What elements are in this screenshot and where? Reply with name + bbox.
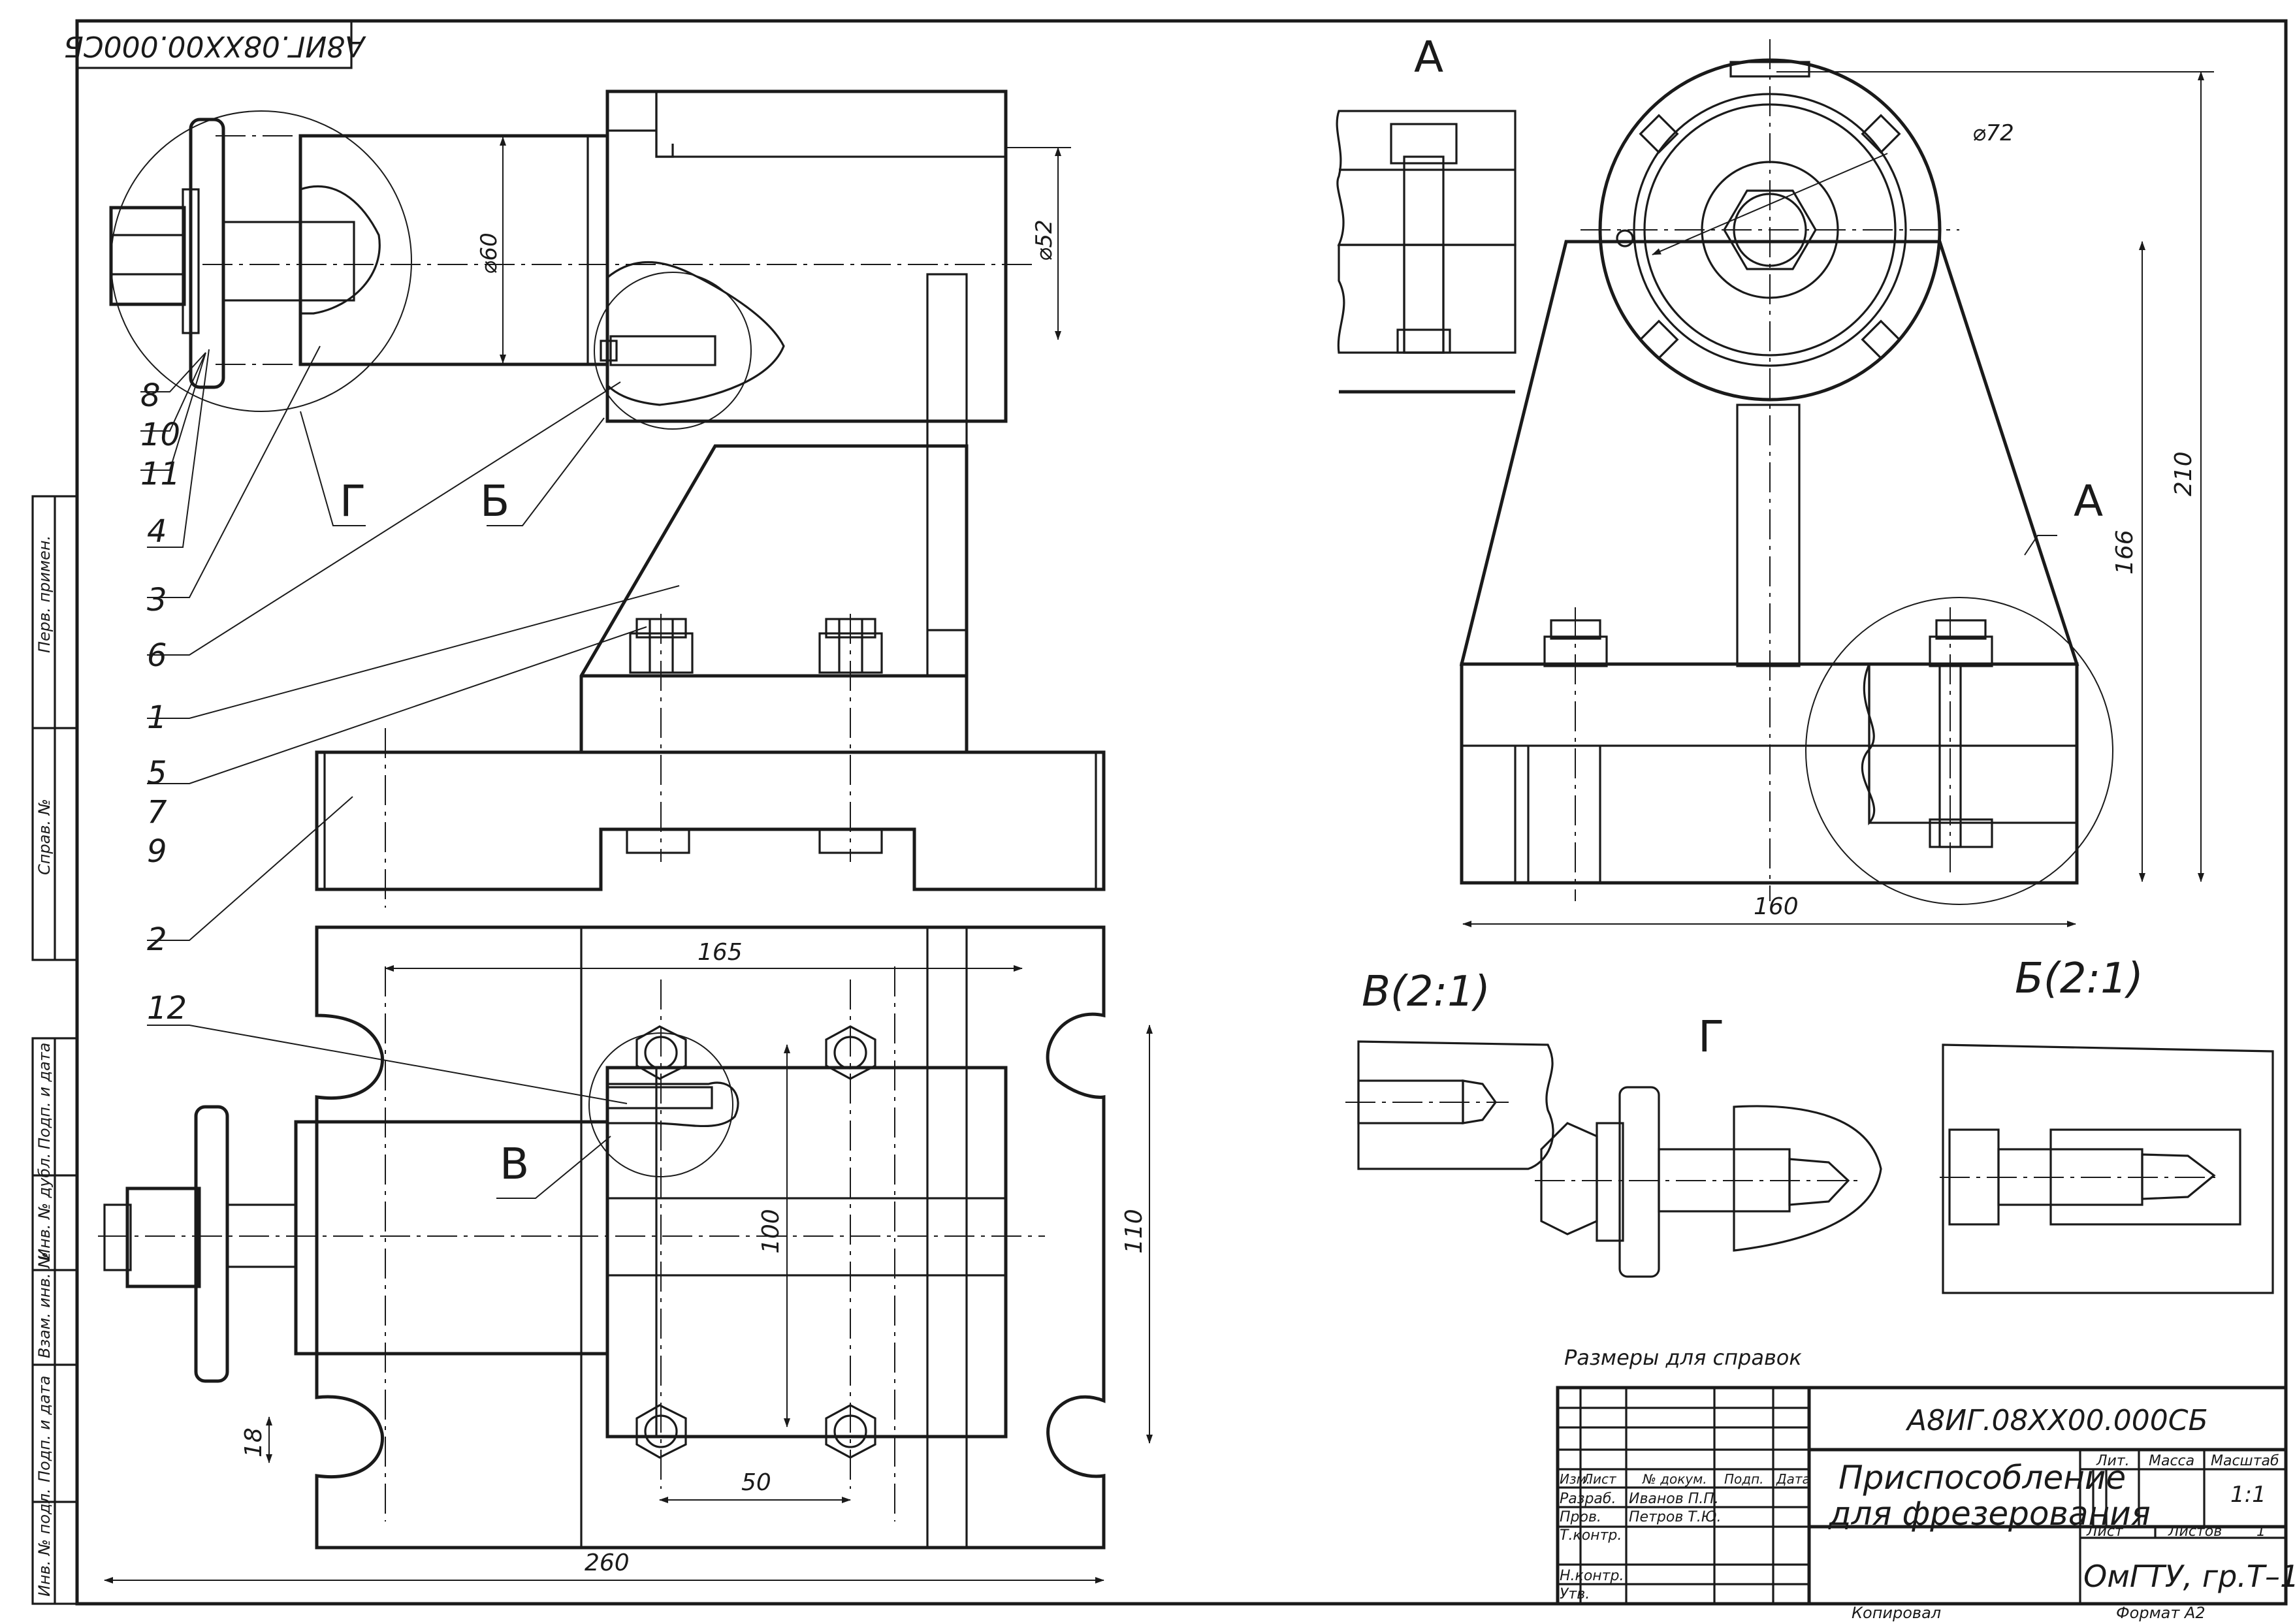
mark-b: Б: [480, 476, 509, 526]
dim-50: 50: [741, 1469, 771, 1496]
dim-110: 110: [1121, 1209, 1148, 1254]
stamp-role-1: Разраб.: [1560, 1491, 1616, 1507]
side-label-4: Инв. № дубл.: [35, 1153, 54, 1260]
position-8: 8: [140, 377, 161, 414]
stamp-scale-label: Масштаб: [2211, 1453, 2279, 1469]
mark-g: Г: [340, 476, 366, 526]
dim-d60: ⌀60: [476, 232, 502, 274]
stamp-sheets-value: 1: [2256, 1523, 2266, 1540]
stamp-role-5: Н.контр.: [1560, 1568, 1624, 1584]
dim-166: 166: [2111, 530, 2138, 575]
position-12: 12: [147, 990, 187, 1027]
stamp-header-izm: Изм.: [1560, 1471, 1590, 1487]
detail-views: [1345, 1040, 2274, 1294]
stamp-sheets-label: Листов: [2168, 1523, 2222, 1540]
side-label-5: Взам. инв. №: [35, 1252, 54, 1358]
position-3: 3: [147, 582, 167, 618]
position-5: 5: [147, 755, 167, 791]
side-label-3: Подп. и дата: [35, 1043, 54, 1150]
position-9: 9: [147, 833, 167, 870]
dim-210: 210: [2170, 451, 2197, 496]
view-a-label: А: [1414, 32, 1443, 82]
side-strip: Перв. примен. Справ. № Подп. и дата Инв.…: [31, 495, 78, 1605]
dim-260: 260: [585, 1550, 630, 1576]
view-v-label: В(2:1): [1362, 968, 1490, 1016]
stamp-role-3: Т.контр.: [1560, 1527, 1622, 1544]
view-a-marker: А: [2074, 476, 2103, 526]
stamp-role-2: Пров.: [1560, 1509, 1601, 1525]
view-a-detail: [1336, 110, 1517, 394]
stamp-lit-label: Лит.: [2096, 1453, 2130, 1469]
dim-100: 100: [758, 1209, 784, 1254]
stamp-role-6: Утв.: [1560, 1586, 1590, 1602]
position-10: 10: [140, 417, 180, 453]
clamp-jaws: [1639, 114, 1901, 360]
side-label-2: Справ. №: [35, 799, 54, 875]
position-1: 1: [147, 699, 167, 736]
view-g-label: Г: [1698, 1011, 1724, 1062]
side-label-7: Инв. № подл.: [35, 1488, 54, 1597]
stamp-header-sign: Подп.: [1724, 1471, 1764, 1487]
dim-18: 18: [240, 1427, 267, 1457]
title-line-2: для фрезерования: [1828, 1495, 2151, 1533]
format-label: Формат А2: [2116, 1604, 2206, 1622]
dim-d72: ⌀72: [1972, 120, 2014, 146]
reference-note: Размеры для справок: [1564, 1345, 1802, 1370]
designation: А8ИГ.08ХХ00.000СБ: [1905, 1404, 2208, 1437]
stamp-name-2: Петров Т.Ю.: [1629, 1509, 1721, 1525]
stamp-header-doc: № докум.: [1642, 1471, 1707, 1487]
mirrored-designation: А8ИГ.08ХХ00.000СБ: [64, 20, 367, 69]
dim-d52: ⌀52: [1031, 219, 1057, 261]
dim-160: 160: [1754, 893, 1799, 920]
dim-165: 165: [698, 939, 743, 966]
position-6: 6: [147, 637, 167, 674]
stamp-sheet-label: Лист: [2086, 1523, 2124, 1540]
stamp-scale-value: 1:1: [2230, 1482, 2266, 1508]
view-b-label: Б(2:1): [2015, 955, 2143, 1003]
position-4: 4: [147, 513, 167, 550]
mark-v: В: [500, 1139, 529, 1189]
copied-label: Копировал: [1852, 1604, 1941, 1622]
side-label-6: Подп. и дата: [35, 1376, 54, 1483]
title-block: [1556, 1386, 2288, 1606]
stamp-mass-label: Масса: [2149, 1453, 2194, 1469]
dimension-lines: [104, 71, 2214, 1584]
designation-rotated: А8ИГ.08ХХ00.000СБ: [64, 29, 367, 63]
stamp-name-1: Иванов П.П.: [1629, 1491, 1719, 1507]
organization: ОмГТУ, гр.Т–119: [2083, 1559, 2295, 1594]
leader-lines: [140, 345, 2057, 1199]
plan-view: [98, 925, 1106, 1550]
position-11: 11: [140, 456, 180, 492]
side-label-1: Перв. примен.: [35, 535, 54, 653]
stamp-header-date: Дата: [1776, 1471, 1810, 1487]
position-7: 7: [147, 794, 167, 831]
position-2: 2: [147, 921, 167, 958]
title-line-1: Приспособление: [1838, 1459, 2126, 1497]
side-view: [1459, 39, 2113, 905]
stamp-header-list: Лист: [1582, 1471, 1617, 1487]
